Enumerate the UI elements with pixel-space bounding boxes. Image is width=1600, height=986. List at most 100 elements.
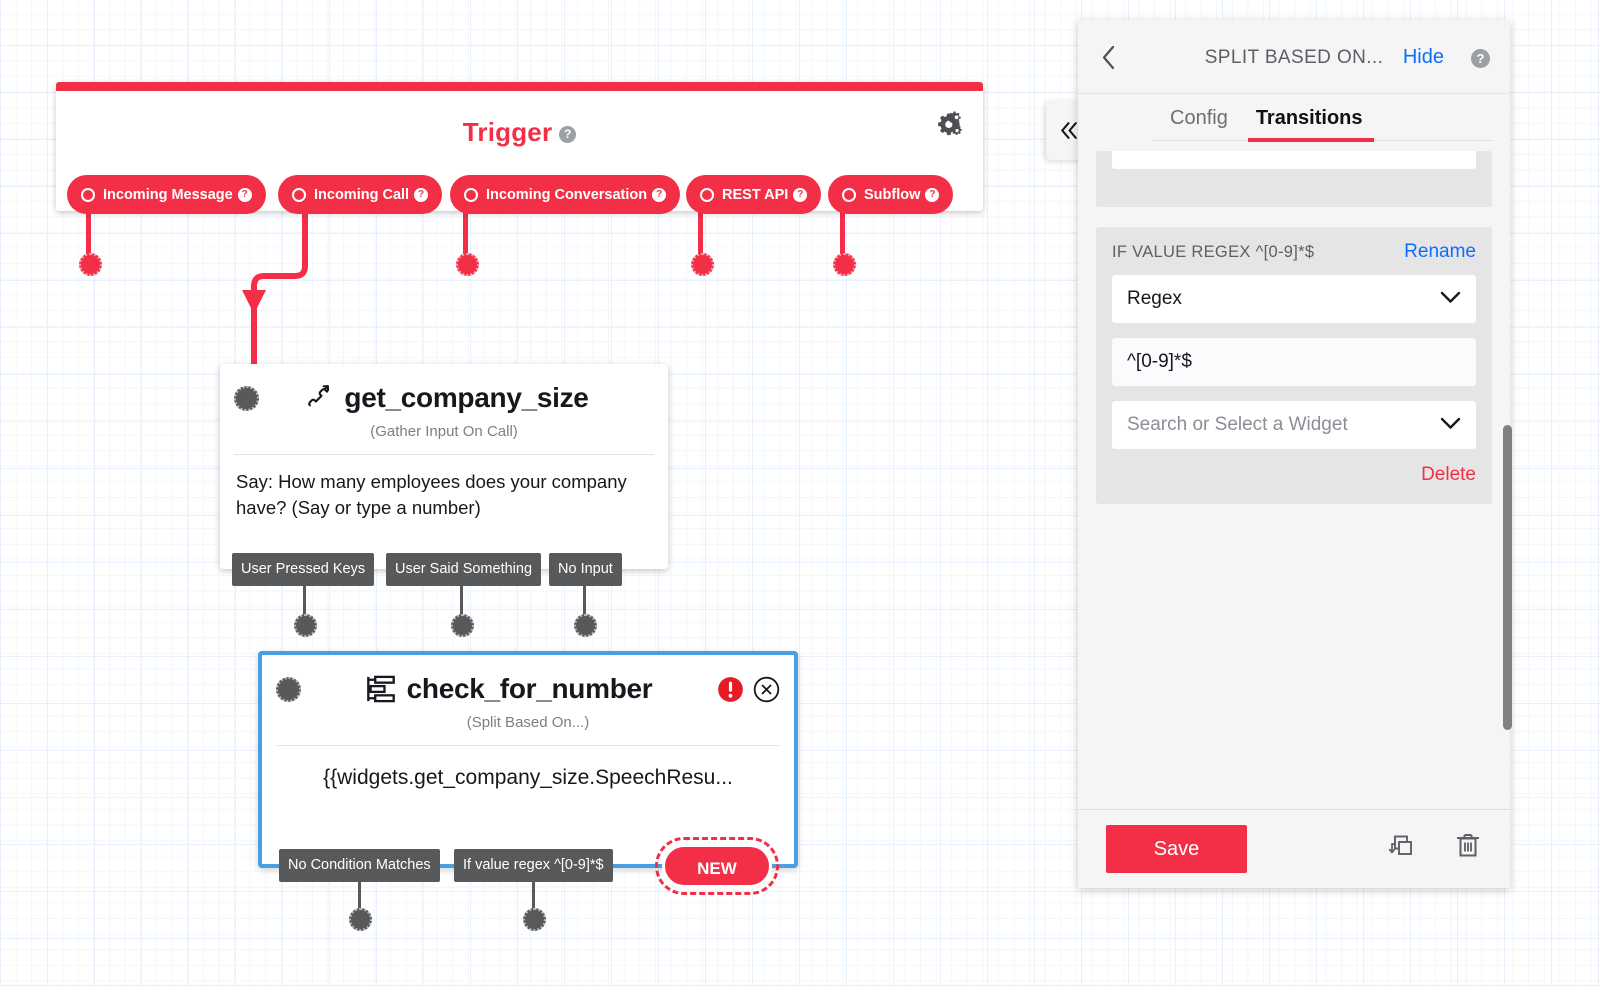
- widget-output-no-input[interactable]: No Input: [549, 553, 622, 586]
- add-new-transition-button[interactable]: NEW: [655, 837, 779, 895]
- connector-line-no-input: [583, 586, 586, 622]
- hide-link[interactable]: Hide: [1402, 46, 1444, 68]
- panel-header: SPLIT BASED ON... Hide ?: [1078, 20, 1510, 94]
- radio-dot-icon: [700, 187, 714, 202]
- connector-line-user-said-something: [460, 586, 463, 622]
- trigger-pill-subflow[interactable]: Subflow ?: [828, 175, 954, 214]
- connector-endpoint-incoming-message[interactable]: [79, 253, 102, 276]
- condition-type-select[interactable]: Regex: [1112, 275, 1476, 323]
- connector-line-incoming-conversation: [463, 200, 468, 256]
- connector-endpoint-rest-api[interactable]: [691, 253, 714, 276]
- close-circle-icon[interactable]: [753, 676, 780, 703]
- trigger-pill-rest-api[interactable]: REST API ?: [686, 175, 822, 214]
- connector-line-no-condition-matches: [358, 882, 361, 915]
- panel-tabs: Config Transitions: [1078, 94, 1510, 150]
- trigger-pill-incoming-conversation[interactable]: Incoming Conversation ?: [450, 175, 681, 214]
- transition-card-header: IF VALUE REGEX ^[0-9]*$ Rename: [1112, 241, 1476, 263]
- connector-line-subflow: [840, 200, 845, 256]
- trigger-card[interactable]: Trigger? Incoming Message ? Incoming Cal…: [56, 82, 983, 214]
- help-icon[interactable]: ?: [559, 126, 577, 143]
- widget-title: check_for_number: [301, 673, 717, 705]
- panel-scroll-area[interactable]: IF VALUE REGEX ^[0-9]*$ Rename Regex ^[0…: [1078, 151, 1510, 809]
- trigger-title: Trigger?: [56, 117, 983, 148]
- help-icon[interactable]: ?: [925, 187, 940, 202]
- duplicate-icon[interactable]: [1384, 831, 1414, 866]
- radio-dot-icon: [842, 187, 856, 202]
- phone-handset-icon: [308, 385, 330, 407]
- gear-icon[interactable]: [934, 111, 964, 143]
- divider: [276, 745, 780, 746]
- help-icon[interactable]: ?: [1471, 49, 1490, 68]
- widget-target-placeholder: Search or Select a Widget: [1127, 414, 1348, 435]
- trigger-pill-label: Subflow: [864, 186, 921, 203]
- divider: [234, 454, 654, 455]
- connector-endpoint-subflow[interactable]: [833, 253, 856, 276]
- condition-value-text: ^[0-9]*$: [1127, 351, 1192, 372]
- trigger-pill-incoming-message[interactable]: Incoming Message ?: [67, 175, 266, 214]
- radio-dot-icon: [81, 187, 95, 202]
- help-icon[interactable]: ?: [414, 187, 429, 202]
- transition-card-regex[interactable]: IF VALUE REGEX ^[0-9]*$ Rename Regex ^[0…: [1096, 227, 1492, 504]
- help-icon[interactable]: ?: [652, 187, 667, 202]
- trigger-pill-label: Incoming Message: [103, 186, 233, 203]
- connector-endpoint-no-condition-matches[interactable]: [349, 908, 372, 931]
- panel-title: SPLIT BASED ON...: [1204, 47, 1384, 68]
- widget-title: get_company_size: [259, 382, 633, 414]
- connector-line-user-pressed-keys: [303, 586, 306, 622]
- save-button[interactable]: Save: [1106, 825, 1247, 873]
- chevron-down-icon: [1440, 414, 1461, 436]
- connector-line-incoming-message: [86, 200, 91, 256]
- widget-get-company-size[interactable]: get_company_size (Gather Input On Call) …: [220, 364, 668, 569]
- tab-config[interactable]: Config: [1170, 107, 1228, 129]
- widget-output-user-said-something[interactable]: User Said Something: [386, 553, 542, 586]
- widget-output-user-pressed-keys[interactable]: User Pressed Keys: [232, 553, 375, 586]
- panel-footer: Save: [1078, 809, 1510, 888]
- connector-endpoint-user-said-something[interactable]: [451, 614, 474, 637]
- widget-subtitle: (Split Based On...): [466, 714, 590, 731]
- tab-active-indicator: [1248, 138, 1374, 142]
- widget-header: check_for_number: [262, 655, 794, 705]
- chevron-down-icon: [1440, 288, 1461, 310]
- trigger-pill-label: Incoming Call: [314, 186, 410, 203]
- connector-endpoint-user-pressed-keys[interactable]: [294, 614, 317, 637]
- connector-endpoint-no-input[interactable]: [574, 614, 597, 637]
- widget-target-select[interactable]: Search or Select a Widget: [1112, 401, 1476, 449]
- trigger-title-text: Trigger: [462, 117, 553, 147]
- chevron-left-icon: [1102, 45, 1115, 70]
- condition-value-input[interactable]: ^[0-9]*$: [1112, 338, 1476, 386]
- delete-link[interactable]: Delete: [1421, 464, 1476, 485]
- widget-header: get_company_size: [220, 364, 668, 414]
- trigger-pill-label: Incoming Conversation: [486, 186, 648, 203]
- radio-dot-icon: [292, 187, 306, 202]
- connector-endpoint-if-value-regex[interactable]: [523, 908, 546, 931]
- help-icon[interactable]: ?: [793, 187, 808, 202]
- rename-link[interactable]: Rename: [1404, 241, 1476, 262]
- connector-line-if-value-regex: [532, 882, 535, 915]
- widget-output-if-value-regex[interactable]: If value regex ^[0-9]*$: [454, 849, 613, 882]
- help-icon[interactable]: ?: [237, 187, 252, 202]
- condition-type-value: Regex: [1127, 288, 1182, 309]
- transition-card-label: IF VALUE REGEX ^[0-9]*$: [1112, 243, 1315, 261]
- trash-icon[interactable]: [1454, 831, 1482, 866]
- connector-endpoint-incoming-conversation[interactable]: [456, 253, 479, 276]
- trigger-pill-label: REST API: [722, 186, 789, 203]
- transition-card-partial[interactable]: [1096, 151, 1492, 207]
- partial-field[interactable]: [1112, 151, 1476, 169]
- double-chevron-left-icon: [1060, 121, 1077, 139]
- trigger-pill-incoming-call[interactable]: Incoming Call ?: [278, 175, 443, 214]
- radio-dot-icon: [464, 187, 478, 202]
- widget-subtitle: (Gather Input On Call): [370, 423, 518, 440]
- widget-drag-handle[interactable]: [234, 385, 259, 411]
- widget-body-text: Say: How many employees does your compan…: [236, 471, 627, 519]
- back-button[interactable]: [1100, 45, 1117, 75]
- connector-incoming-call-to-get-company-size: [242, 198, 308, 368]
- widget-config-panel[interactable]: SPLIT BASED ON... Hide ? Config Transiti…: [1078, 20, 1510, 888]
- widget-output-no-condition-matches[interactable]: No Condition Matches: [279, 849, 440, 882]
- panel-scrollbar[interactable]: [1503, 425, 1512, 730]
- connector-line-rest-api: [698, 200, 703, 256]
- split-branches-icon: [366, 675, 395, 703]
- widget-drag-handle[interactable]: [276, 676, 301, 702]
- widget-check-for-number[interactable]: check_for_number (Split Based On...) {{w…: [258, 651, 798, 868]
- tab-transitions[interactable]: Transitions: [1255, 107, 1363, 129]
- error-exclamation-icon[interactable]: [717, 676, 744, 703]
